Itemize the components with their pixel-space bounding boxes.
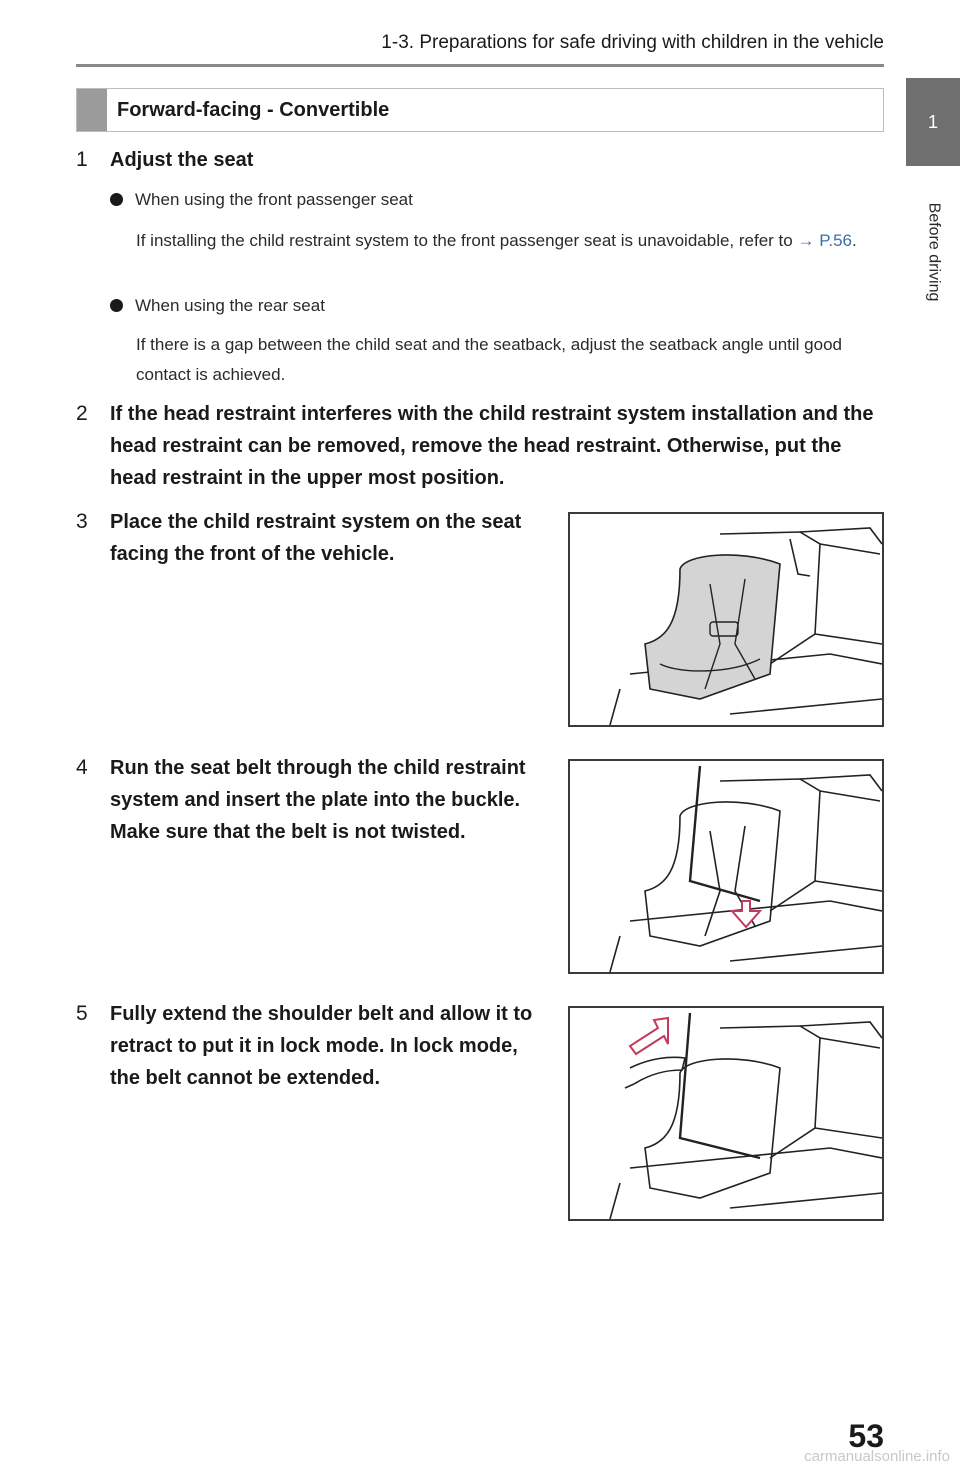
step-number: 2 xyxy=(76,402,88,425)
step-1: 1 Adjust the seat xyxy=(76,144,884,176)
step-text: Place the child restraint system on the … xyxy=(110,511,522,565)
illustration-belt-through-seat xyxy=(568,759,884,974)
bullet-front-passenger-text: If installing the child restraint system… xyxy=(136,226,884,256)
step-text: Run the seat belt through the child rest… xyxy=(110,757,526,843)
section-heading-marker xyxy=(77,89,107,131)
page-number: 53 xyxy=(848,1418,884,1454)
paragraph-end: . xyxy=(851,231,857,250)
illustration-child-seat-placed xyxy=(568,512,884,727)
step-number: 5 xyxy=(76,1002,88,1025)
paragraph-text: If there is a gap between the child seat… xyxy=(136,335,842,384)
bullet-icon xyxy=(110,299,123,312)
step-number: 4 xyxy=(76,756,88,779)
bullet-rear-seat: When using the rear seat xyxy=(110,292,325,320)
bullet-front-passenger: When using the front passenger seat xyxy=(110,186,413,214)
chapter-number: 1 xyxy=(927,111,938,132)
section-heading: Forward-facing - Convertible xyxy=(76,88,884,132)
header-rule xyxy=(76,64,884,67)
bullet-label: When using the front passenger seat xyxy=(135,190,413,209)
running-header: 1-3. Preparations for safe driving with … xyxy=(381,32,884,53)
chapter-label-text: Before driving xyxy=(925,202,942,302)
step-text: If the head restraint interferes with th… xyxy=(110,403,874,489)
illustration-extend-shoulder-belt xyxy=(568,1006,884,1221)
bullet-icon xyxy=(110,193,123,206)
watermark: carmanualsonline.info xyxy=(804,1448,950,1465)
step-number: 1 xyxy=(76,148,88,171)
paragraph-text: If installing the child restraint system… xyxy=(136,231,793,250)
chapter-tab: 1 xyxy=(906,78,960,166)
step-5: 5 Fully extend the shoulder belt and all… xyxy=(76,998,546,1094)
bullet-label: When using the rear seat xyxy=(135,296,325,315)
step-3: 3 Place the child restraint system on th… xyxy=(76,506,546,570)
step-4: 4 Run the seat belt through the child re… xyxy=(76,752,546,848)
page-reference-link[interactable]: → P.56 xyxy=(797,231,852,250)
section-title: Forward-facing - Convertible xyxy=(117,98,390,121)
bullet-rear-seat-text: If there is a gap between the child seat… xyxy=(136,330,884,390)
step-text: Adjust the seat xyxy=(110,149,254,171)
step-number: 3 xyxy=(76,510,88,533)
step-2: 2 If the head restraint interferes with … xyxy=(76,398,884,494)
step-text: Fully extend the shoulder belt and allow… xyxy=(110,1003,533,1089)
chapter-label: Before driving xyxy=(905,182,960,322)
